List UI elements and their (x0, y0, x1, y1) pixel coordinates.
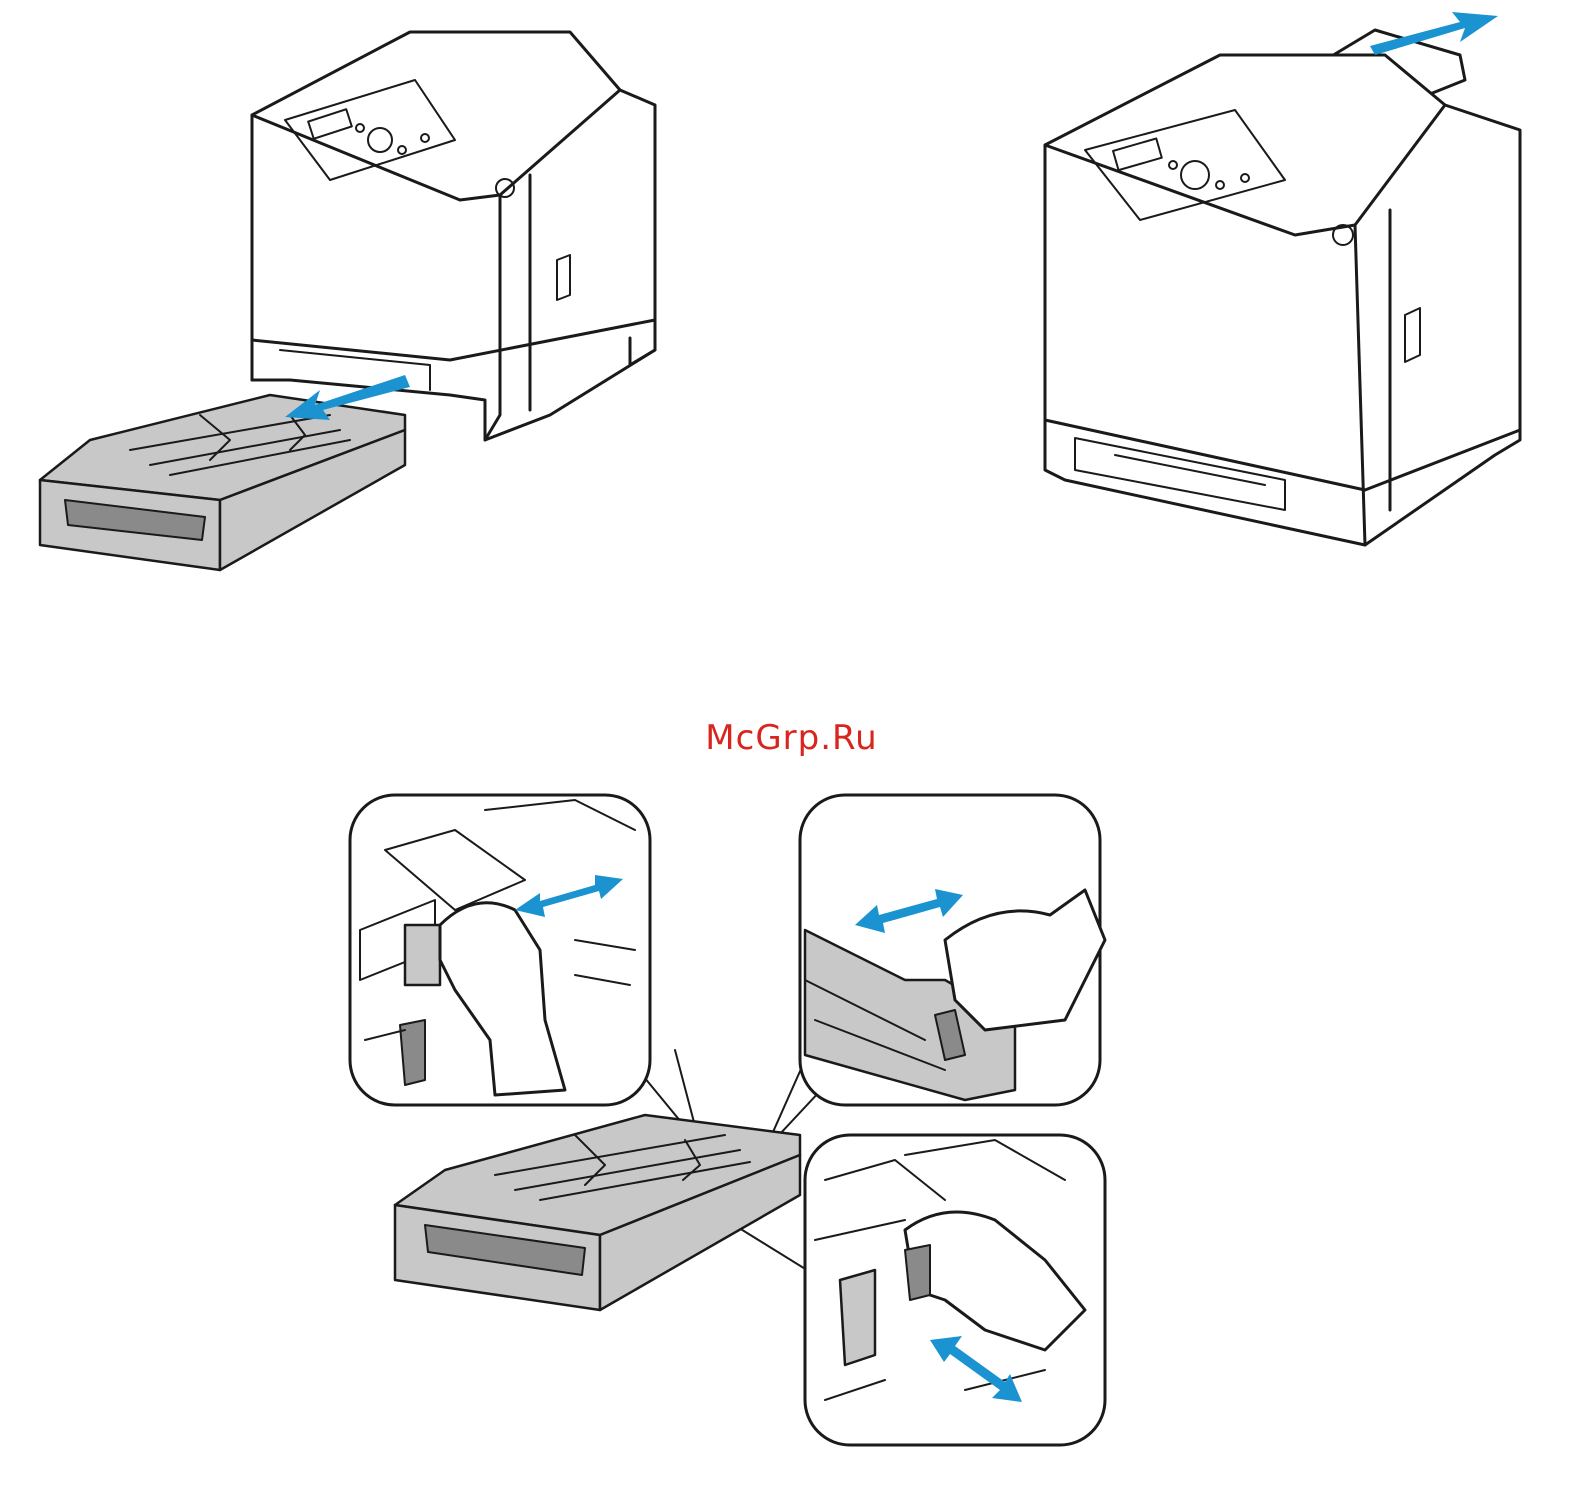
printer-output-extension-figure (1035, 10, 1535, 555)
double-arrow-icon (855, 885, 965, 945)
double-arrow-icon (930, 1330, 1030, 1410)
tray-guides-adjust-figure (345, 790, 1125, 1480)
printer-tray-removed-figure (30, 20, 670, 580)
push-arrow-icon (1370, 10, 1500, 70)
watermark-text: McGrp.Ru (0, 718, 1583, 758)
printer-icon (30, 20, 670, 580)
printer-icon (1035, 10, 1535, 555)
pull-arrow-icon (285, 365, 415, 425)
double-arrow-icon (515, 865, 625, 925)
